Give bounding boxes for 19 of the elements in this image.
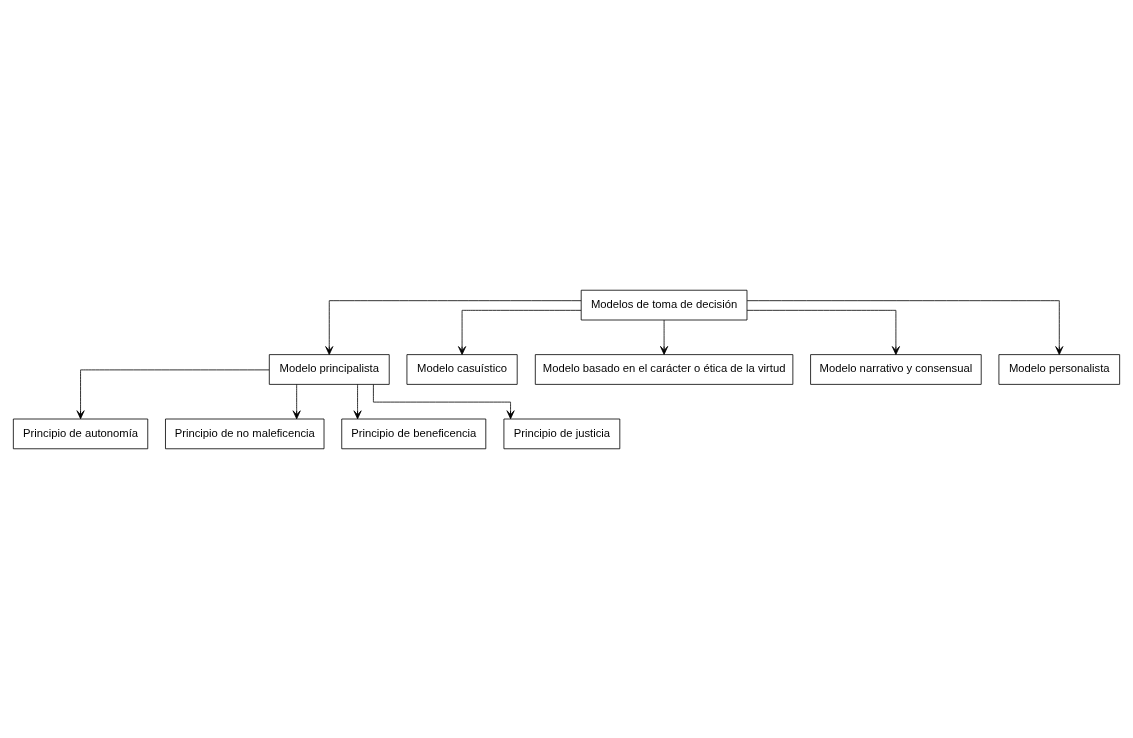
node-box: Modelos de toma de decisión	[580, 289, 748, 320]
arrow	[292, 383, 301, 419]
node-box: Principio de justicia	[503, 418, 621, 449]
arrow	[373, 383, 515, 419]
node-box: Modelo principalista	[268, 353, 390, 385]
arrow	[458, 309, 582, 355]
arrow	[746, 299, 1064, 355]
arrow	[660, 319, 669, 355]
arrow	[746, 309, 900, 355]
node-box: Principio de no maleficencia	[165, 418, 325, 449]
arrow	[325, 299, 582, 355]
arrow	[353, 383, 362, 419]
node-box: Modelo casuístico	[406, 353, 518, 385]
arrow	[76, 369, 270, 419]
node-box: Modelo narrativo y consensual	[810, 353, 982, 385]
node-box: Modelo basado en el carácter o ética de la virtud	[534, 353, 794, 385]
node-box: Principio de beneficencia	[341, 418, 487, 449]
node-box: Principio de autonomía	[12, 418, 149, 449]
node-box: Modelo personalista	[998, 353, 1121, 385]
